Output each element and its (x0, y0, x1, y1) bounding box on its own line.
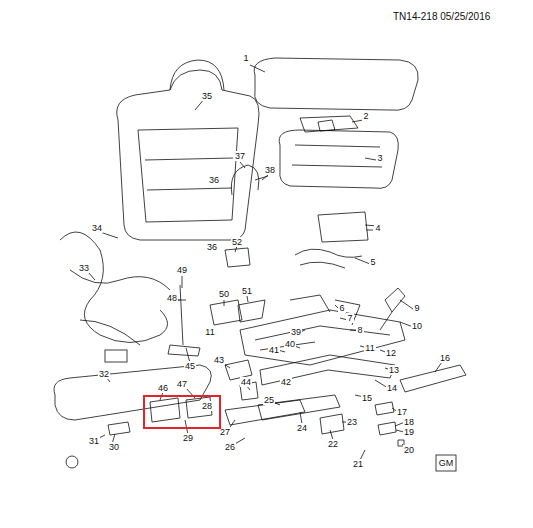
callout-number: 33 (78, 263, 90, 273)
leader-lines (88, 65, 442, 460)
callout-number: 36 (206, 242, 218, 252)
callout-number: 42 (280, 377, 292, 387)
callout-number: 34 (91, 223, 103, 233)
callout-number: 12 (385, 348, 397, 358)
seat-switches (150, 397, 212, 422)
callout-number: 4 (374, 223, 381, 233)
foam-grooves (292, 145, 382, 167)
callout-number: 16 (439, 353, 451, 363)
covers (210, 300, 265, 325)
callout-number: 29 (182, 433, 194, 443)
symbol (66, 456, 78, 468)
callout-number: 13 (388, 365, 400, 375)
callout-number: 7 (346, 313, 353, 323)
callout-number: 37 (234, 151, 246, 161)
callout-number: 38 (264, 165, 276, 175)
cushion-cover (254, 58, 418, 110)
callout-number: 9 (413, 303, 420, 313)
cushion-harness (295, 249, 362, 268)
callout-number: 44 (240, 377, 252, 387)
anchor (320, 414, 344, 434)
callout-number: 26 (224, 442, 236, 452)
callout-number: 28 (201, 401, 213, 411)
callout-number: 36 (208, 175, 220, 185)
callout-number: 46 (157, 383, 169, 393)
logo-text: GM (438, 458, 455, 468)
bracket (225, 248, 250, 267)
callout-number: 22 (327, 439, 339, 449)
callout-number: 18 (403, 417, 415, 427)
callout-number: 47 (176, 379, 188, 389)
callout-number: 5 (369, 257, 376, 267)
cushion-foam (279, 130, 398, 188)
callout-number: 8 (356, 325, 363, 335)
callout-number: 10 (411, 321, 423, 331)
callout-number: 35 (201, 91, 213, 101)
seatback-seams (138, 128, 238, 222)
callout-number: 11 (204, 327, 215, 337)
callout-number: 39 (290, 327, 302, 337)
harness-connector (105, 350, 127, 362)
callout-number: 11 (364, 343, 375, 353)
callout-number: 14 (386, 383, 398, 393)
callout-number: 41 (268, 345, 280, 355)
switch-knob (108, 422, 130, 435)
callout-number: 30 (108, 442, 120, 452)
highlight-box: 28 (143, 395, 221, 429)
callout-number: 45 (184, 361, 196, 371)
cushion-panel (300, 116, 358, 132)
motors (225, 360, 258, 400)
sensor-mat (318, 212, 378, 242)
callout-number: 31 (88, 436, 100, 446)
buckle (380, 288, 405, 330)
callout-number: 2 (362, 111, 369, 121)
callout-number: 19 (403, 427, 415, 437)
callout-number: 40 (284, 339, 296, 349)
callout-number: 1 (242, 53, 249, 63)
callout-number: 17 (396, 407, 408, 417)
callout-number: 23 (346, 417, 358, 427)
wiring-harness (60, 232, 170, 345)
callout-number: 51 (241, 286, 253, 296)
callout-number: 52 (231, 237, 243, 247)
callout-number: 43 (213, 355, 225, 365)
logo-frame (436, 455, 456, 471)
callout-number: 6 (338, 303, 345, 313)
callout-number: 48 (166, 293, 178, 303)
callout-number: 20 (403, 445, 415, 455)
frame-links (290, 295, 360, 325)
callout-number: 25 (263, 395, 275, 405)
callout-number: 3 (376, 153, 383, 163)
outer-trim (400, 365, 466, 392)
callout-number: 21 (352, 459, 364, 469)
headrest (170, 60, 224, 90)
callout-number: 49 (176, 265, 188, 275)
callout-number: 15 (361, 393, 373, 403)
drawing-id: TN14-218 05/25/2016 (392, 12, 491, 22)
callout-number: 32 (98, 369, 110, 379)
callout-number: 50 (218, 289, 230, 299)
callout-number: 24 (296, 423, 308, 433)
seatback (117, 70, 259, 240)
